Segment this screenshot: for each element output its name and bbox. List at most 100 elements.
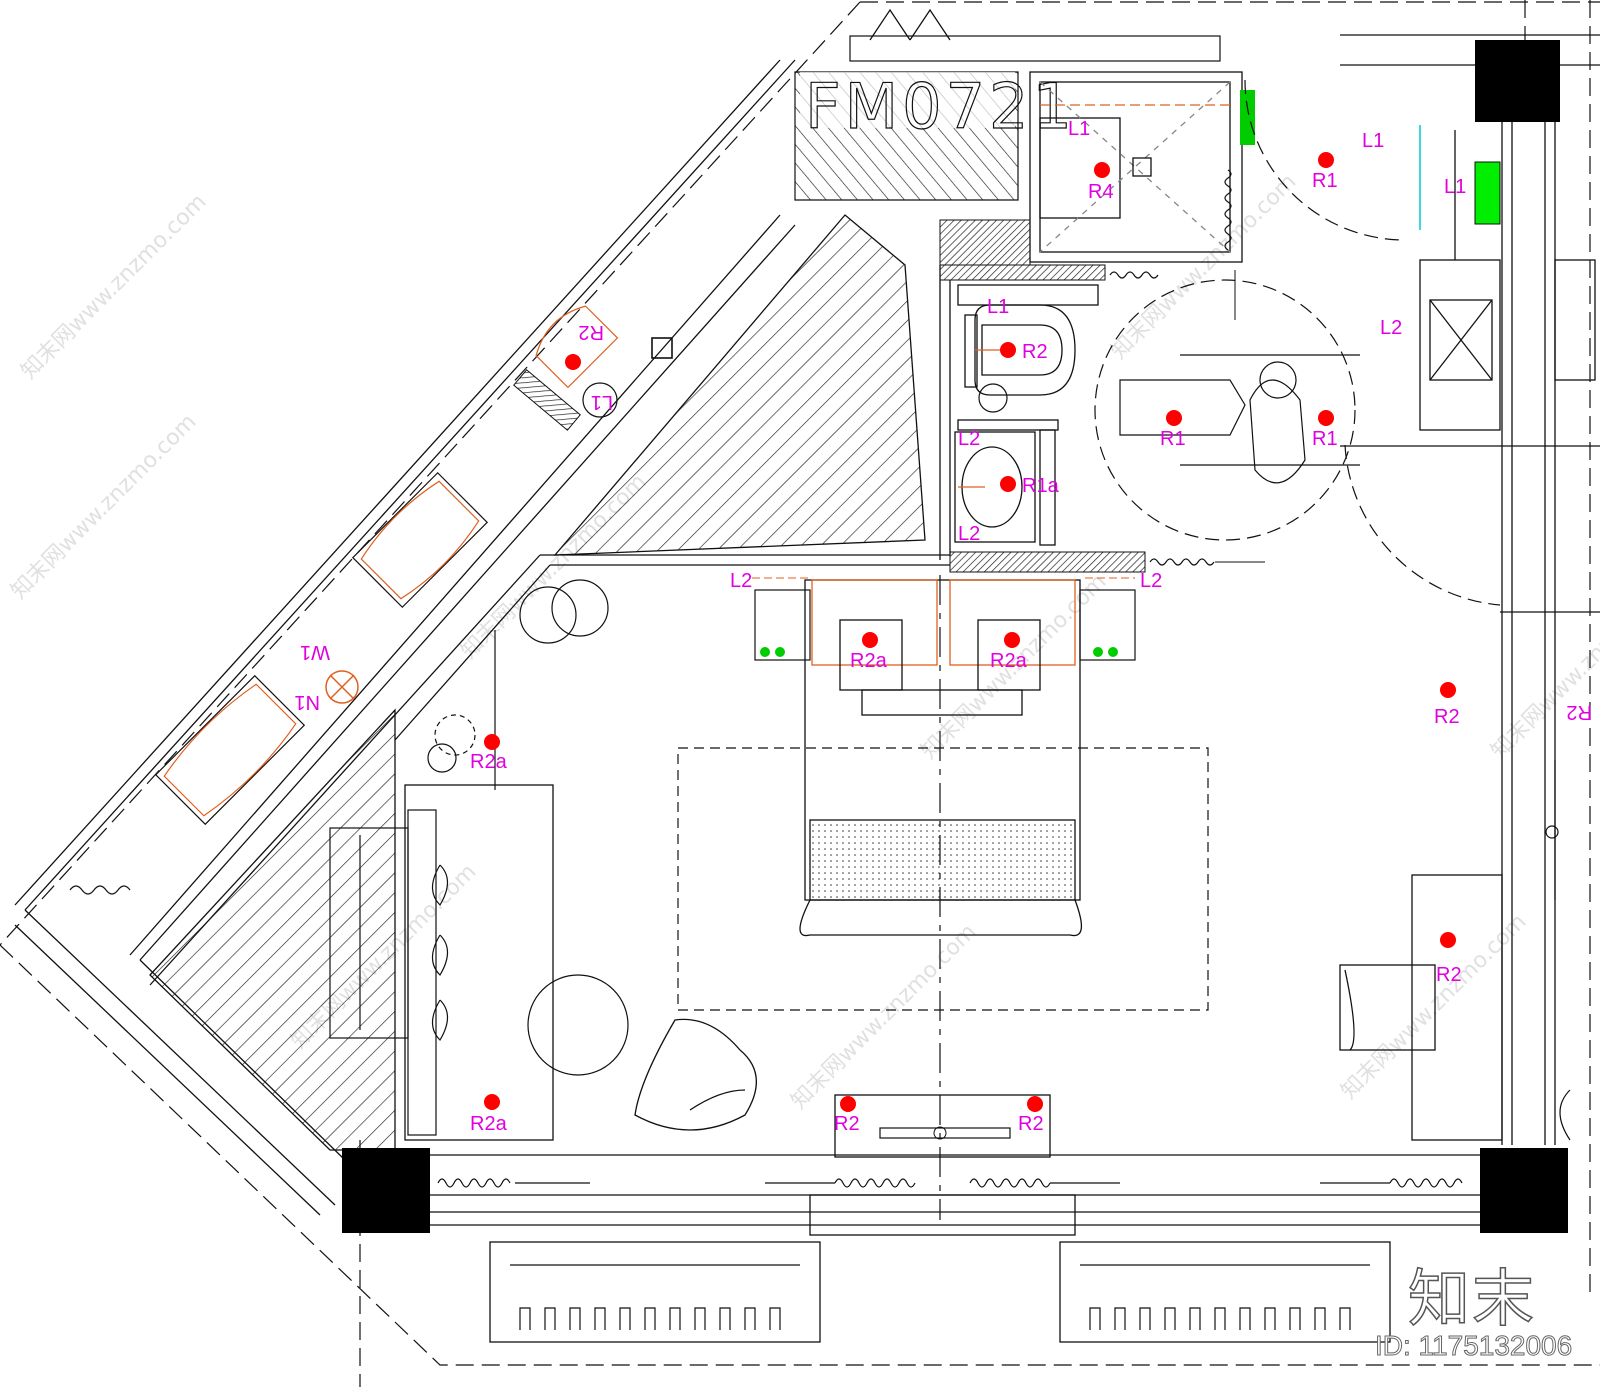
- wc-floor-drain: [978, 383, 1008, 413]
- sofa-back: [407, 809, 437, 1136]
- right-edge-basin: [1559, 1089, 1571, 1141]
- tv-screen: [879, 1127, 1011, 1139]
- area-rug: [677, 747, 1209, 1011]
- toilet-icon: [964, 304, 1076, 396]
- wc-bottom-partition: [949, 551, 1146, 573]
- balcony-side-table: [582, 382, 618, 418]
- desk: [1411, 874, 1503, 1141]
- label-l2-basin-top: L2: [958, 428, 980, 450]
- light-point-r1-left: [1166, 410, 1182, 426]
- light-point-r2a-side: [484, 734, 500, 750]
- balcony-wall-stub: [513, 369, 581, 431]
- tv-console: [329, 827, 409, 1039]
- floor-lamp-base: [427, 743, 457, 773]
- side-table-circle-1: [519, 586, 577, 644]
- light-point-r1-entry: [1318, 152, 1334, 168]
- floor-lamp: [434, 714, 476, 756]
- label-l1-shower: L1: [1068, 118, 1090, 140]
- column-top-right: [1475, 40, 1560, 122]
- watermark: 知末网www.znzmo.com: [7, 409, 202, 604]
- sofa-bench: [404, 784, 554, 1141]
- room-diagonal-edge: [149, 554, 541, 986]
- label-r1-right: R1: [1312, 428, 1338, 450]
- hatched-wall-lower: [149, 708, 396, 1151]
- watermark: 知末网www.znzmo.com: [787, 919, 982, 1114]
- light-point-r2-diag: [565, 354, 581, 370]
- closet-door-swing: [1244, 79, 1406, 241]
- balcony-lounger-2: [154, 674, 306, 826]
- label-r1-left: R1: [1160, 428, 1186, 450]
- ceiling-fixture-w1: [325, 670, 359, 704]
- label-r2-diag: R2: [578, 321, 604, 343]
- wc-room: [939, 265, 1099, 560]
- light-points: [484, 152, 1456, 1112]
- label-r2-tv-left: R2: [834, 1113, 860, 1135]
- entry-door-swing: [1094, 279, 1356, 541]
- label-l2-bed-left: L2: [730, 570, 752, 592]
- site-logo: 知末: [1407, 1261, 1537, 1336]
- basin-icon: [954, 431, 1036, 543]
- side-table-circle-2: [551, 579, 609, 637]
- label-l1-wc: L1: [987, 296, 1009, 318]
- door-code-label: FM0721: [805, 70, 1076, 143]
- light-point-r2-wall: [1440, 682, 1456, 698]
- watermark: 知末网www.znzmo.com: [1487, 569, 1600, 764]
- bed: [799, 579, 1082, 937]
- column-bottom-left: [342, 1148, 430, 1233]
- light-point-r4: [1094, 162, 1110, 178]
- door-block: FM0721: [794, 69, 1076, 201]
- desk-chair: [1339, 964, 1436, 1051]
- label-r2-tv-right: R2: [1018, 1113, 1044, 1135]
- tv-centre-mark: [933, 1126, 947, 1140]
- label-l1-diag: L1: [591, 391, 613, 413]
- label-l2-bed-right: L2: [1140, 570, 1162, 592]
- bottom-curtain-icons: [437, 1178, 1463, 1188]
- sofa-cushions: [431, 864, 449, 1041]
- balcony-rail-teeth: [519, 1307, 1351, 1330]
- entry-figure-icon: [1119, 354, 1360, 484]
- label-w1: W1: [300, 641, 330, 663]
- shower-towel-rail: [1224, 169, 1232, 251]
- entry-door-swing-2: [1344, 444, 1501, 606]
- shower-curtain-icon: [1109, 271, 1159, 279]
- watermark: 知末网www.znzmo.com: [1107, 169, 1302, 364]
- label-r2a-pillow-left: R2a: [850, 650, 888, 672]
- label-r2-right-wall: R2: [1434, 706, 1460, 728]
- bottom-window-wall: [405, 1154, 1480, 1343]
- light-point-r2a-right: [1004, 632, 1020, 648]
- label-r1-entry: R1: [1312, 170, 1338, 192]
- balcony-chair: [535, 305, 619, 389]
- shower-partition: [939, 264, 1106, 281]
- light-point-r2-wc: [1000, 342, 1016, 358]
- label-r2-desk: R2: [1436, 964, 1462, 986]
- light-point-r1a: [1000, 476, 1016, 492]
- label-n1: N1: [294, 691, 320, 713]
- label-r1a: R1a: [1022, 475, 1060, 497]
- label-l1-entry: L1: [1362, 130, 1384, 152]
- lighting-labels: L1 R4 R1 L1 L1 L2 L1 R2 L2 R1a L2 R1 R1 …: [294, 118, 1592, 1135]
- drawing-id: ID: 1175132006: [1374, 1330, 1573, 1362]
- nightstand-left: [754, 589, 811, 661]
- lounge-chair: [634, 1018, 758, 1131]
- shower-switch-strip: [1240, 90, 1255, 145]
- right-closet: [1419, 130, 1596, 431]
- coffee-table: [527, 974, 629, 1076]
- label-l1-closet: L1: [1444, 176, 1466, 198]
- balcony-curtain-icon: [69, 885, 131, 895]
- light-point-r2a-left: [862, 632, 878, 648]
- shower-wall-block: [939, 219, 1031, 266]
- shower-room: [1029, 71, 1243, 263]
- label-l2-closet: L2: [1380, 317, 1402, 339]
- balcony-small-box: [651, 337, 673, 359]
- light-point-r2a-sofa: [484, 1094, 500, 1110]
- light-point-r2-tv-left: [840, 1096, 856, 1112]
- top-window-frame: [849, 35, 1221, 62]
- hatched-wall-triangle: [553, 214, 926, 556]
- tv-unit: [834, 1094, 1051, 1158]
- label-r2a-pillow-right: R2a: [990, 650, 1028, 672]
- label-r2a-side: R2a: [470, 751, 508, 773]
- column-bottom-right: [1480, 1148, 1568, 1233]
